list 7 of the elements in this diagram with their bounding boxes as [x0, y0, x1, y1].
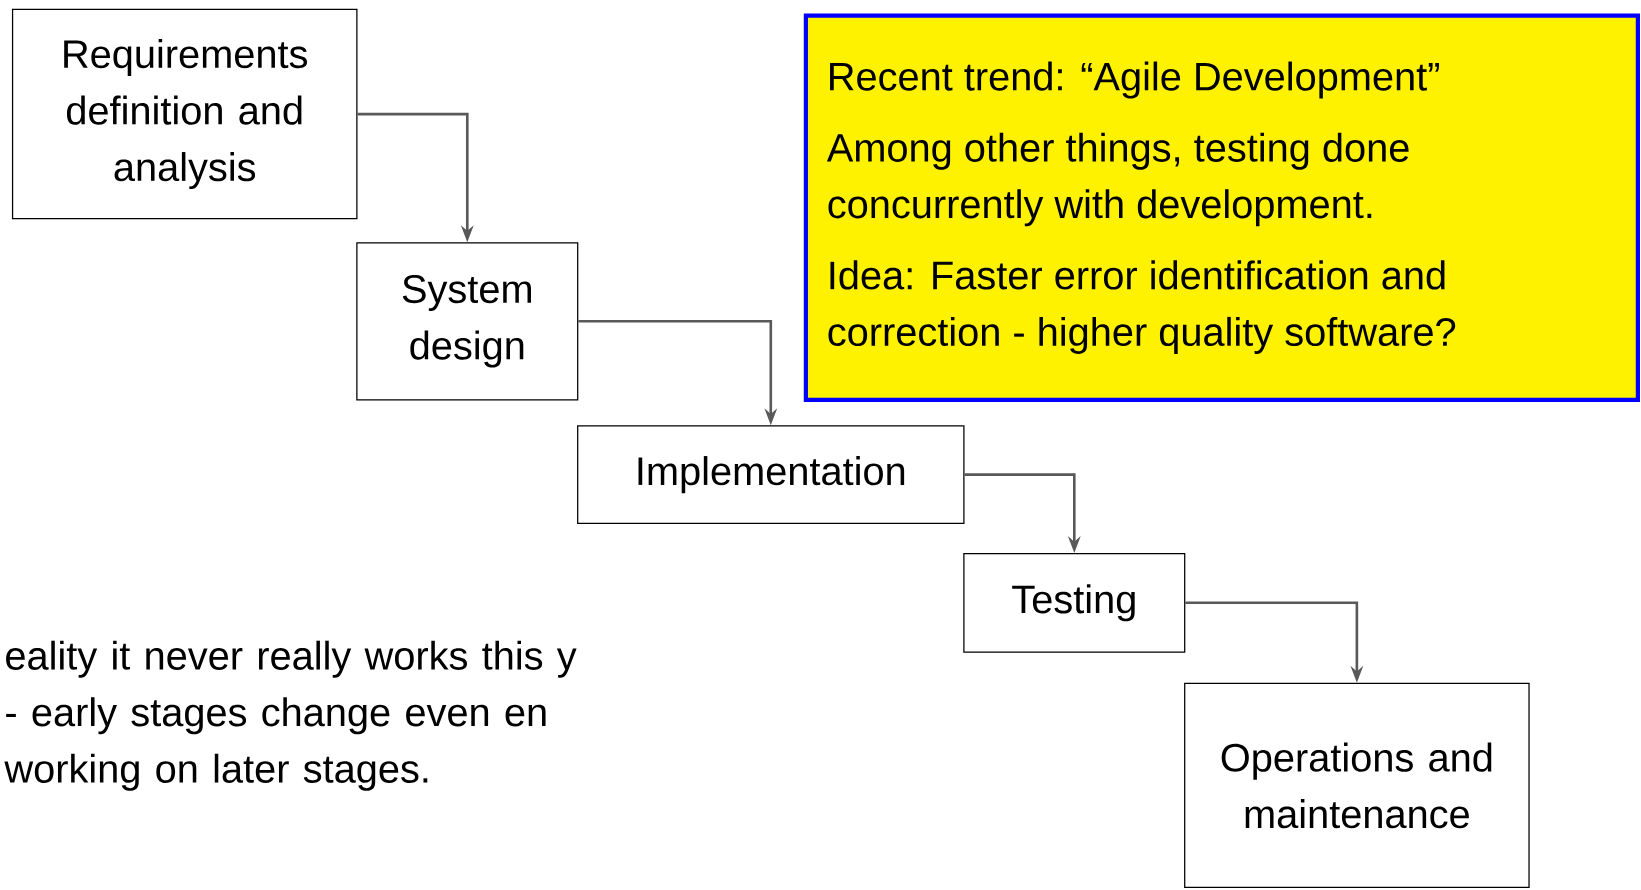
process-box: Operations and maintenance [1184, 683, 1530, 889]
note-text: eality it never really works this y - early stages change even en working on later stages. [4, 640, 577, 791]
process-box: System design [356, 242, 579, 401]
process-box: Testing [963, 553, 1186, 653]
note-box: Recent trend: “Agile Development” Among other things, testing done concurrently with development. Idea: Faster error identification and correction - higher quality software? [803, 13, 1640, 403]
process-box: Implementation [577, 425, 965, 525]
process-box: Requirements definition and analysis [11, 9, 358, 220]
